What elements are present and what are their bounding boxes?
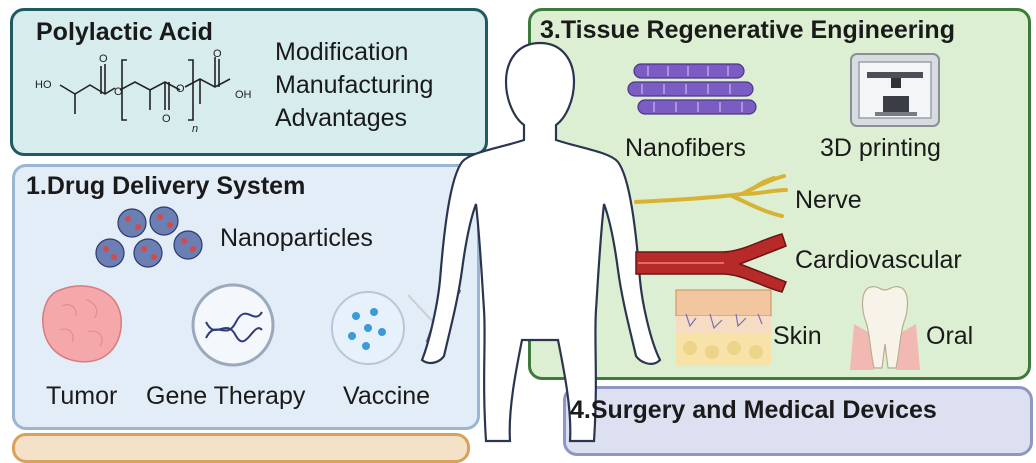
nanofiber-icon (627, 63, 757, 115)
formula-o1: O (99, 53, 108, 65)
formula-o4: O (176, 83, 185, 95)
nanoparticles-label: Nanoparticles (220, 224, 373, 252)
blood-vessel-icon (635, 233, 787, 293)
3d-printer-icon (850, 53, 940, 127)
formula-oh: OH (235, 89, 252, 101)
tumor-label: Tumor (46, 382, 118, 410)
nerve-label: Nerve (795, 186, 862, 214)
tumor-icon (42, 285, 122, 363)
polylactic-acid-panel (10, 8, 488, 156)
formula-ho: HO (35, 79, 52, 91)
surgery-title: 4.Surgery and Medical Devices (570, 396, 937, 424)
pla-structural-formula: HO O O O O O OH n (35, 48, 252, 135)
nanoparticle-icon (95, 206, 203, 268)
formula-o5: O (213, 48, 222, 60)
vaccine-label: Vaccine (343, 382, 431, 410)
dna-icon (191, 283, 275, 367)
skin-icon (675, 289, 772, 366)
cardiovascular-label: Cardiovascular (795, 246, 962, 274)
drug-title: 1.Drug Delivery System (26, 172, 306, 200)
formula-n: n (192, 123, 198, 135)
formula-o3: O (162, 113, 171, 125)
tooth-icon (850, 286, 920, 370)
oral-label: Oral (926, 322, 974, 350)
skin-label: Skin (773, 322, 822, 350)
pla-item-modification: Modification (275, 38, 409, 66)
formula-o2: O (114, 86, 123, 98)
pla-title: Polylactic Acid (36, 18, 213, 46)
3d-printing-label: 3D printing (820, 134, 941, 162)
pla-item-manufacturing: Manufacturing (275, 71, 434, 99)
vaccine-icon (331, 291, 405, 365)
nerve-icon (634, 174, 788, 218)
nanofibers-label: Nanofibers (625, 134, 746, 162)
tissue-title: 3.Tissue Regenerative Engineering (540, 16, 955, 44)
pla-item-advantages: Advantages (275, 104, 408, 132)
gene-therapy-label: Gene Therapy (146, 382, 306, 410)
